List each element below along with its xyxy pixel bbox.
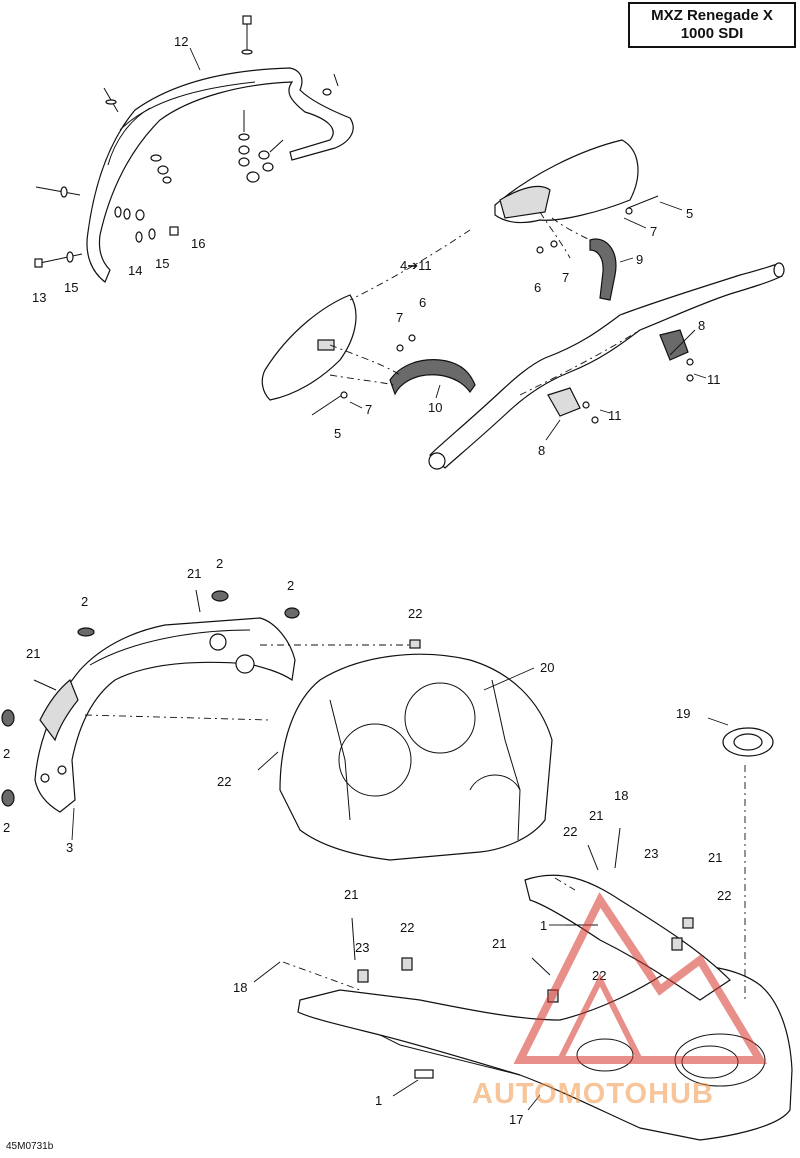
callout-19: 19 <box>676 706 690 721</box>
callout-2-b: 2 <box>216 556 223 571</box>
callout-22-e: 22 <box>400 920 414 935</box>
callout-23: 23 <box>644 846 658 861</box>
callout-1: 1 <box>540 918 547 933</box>
callout-16: 16 <box>191 236 205 251</box>
callout-12: 12 <box>174 34 188 49</box>
callout-22: 22 <box>408 606 422 621</box>
callout-22-b: 22 <box>217 774 231 789</box>
callout-1-b: 1 <box>375 1093 382 1108</box>
deflector-hardware <box>34 15 339 268</box>
callout-7: 7 <box>650 224 657 239</box>
callout-7-b: 7 <box>562 270 569 285</box>
callout-14: 14 <box>128 263 142 278</box>
grommet-19 <box>722 727 774 757</box>
deflector-assembly <box>34 15 354 283</box>
watermark-text: AUTOMOTOHUB <box>472 1078 714 1110</box>
callout-9: 9 <box>636 252 643 267</box>
callout-11: 11 <box>707 372 721 387</box>
callout-21: 21 <box>187 566 201 581</box>
callout-21-d: 21 <box>708 850 722 865</box>
callout-7-d: 7 <box>365 402 372 417</box>
callout-10: 10 <box>428 400 442 415</box>
callout-21-f: 21 <box>492 936 506 951</box>
callout-8-b: 8 <box>538 443 545 458</box>
callout-3: 3 <box>66 840 73 855</box>
callout-4-to-11: 4➔11 <box>400 258 432 273</box>
callout-6: 6 <box>534 280 541 295</box>
handlebar-assembly <box>261 139 785 470</box>
callout-20: 20 <box>540 660 554 675</box>
model-title-line1: MXZ Renegade X <box>651 7 773 24</box>
watermark-logo <box>513 892 768 1064</box>
callout-22-c: 22 <box>563 824 577 839</box>
callout-6-b: 6 <box>419 295 426 310</box>
drawing-number: 45M0731b <box>6 1141 54 1152</box>
upper-cover-assembly <box>1 589 420 813</box>
callout-18: 18 <box>614 788 628 803</box>
callout-23-b: 23 <box>355 940 369 955</box>
gauge-support <box>279 639 553 861</box>
callout-21-e: 21 <box>344 887 358 902</box>
model-title-box: MXZ Renegade X 1000 SDI <box>628 2 796 48</box>
callout-7-c: 7 <box>396 310 403 325</box>
callout-2-e: 2 <box>3 820 10 835</box>
callout-2: 2 <box>81 594 88 609</box>
callout-15: 15 <box>64 280 78 295</box>
callout-2-d: 2 <box>3 746 10 761</box>
callout-13: 13 <box>32 290 46 305</box>
callout-8: 8 <box>698 318 705 333</box>
callout-11-b: 11 <box>608 408 622 423</box>
callout-17: 17 <box>509 1112 523 1127</box>
callout-5-b: 5 <box>334 426 341 441</box>
callout-5: 5 <box>686 206 693 221</box>
callout-labels: 12 13 15 14 15 16 5 7 7 6 9 4➔11 7 6 8 1… <box>3 34 731 1127</box>
callout-22-d: 22 <box>717 888 731 903</box>
callout-15-b: 15 <box>155 256 169 271</box>
callout-18-b: 18 <box>233 980 247 995</box>
model-title-line2: 1000 SDI <box>680 25 744 42</box>
leader-lines <box>71 201 729 1111</box>
callout-21-c: 21 <box>589 808 603 823</box>
callout-21-b: 21 <box>26 646 40 661</box>
callout-2-c: 2 <box>287 578 294 593</box>
